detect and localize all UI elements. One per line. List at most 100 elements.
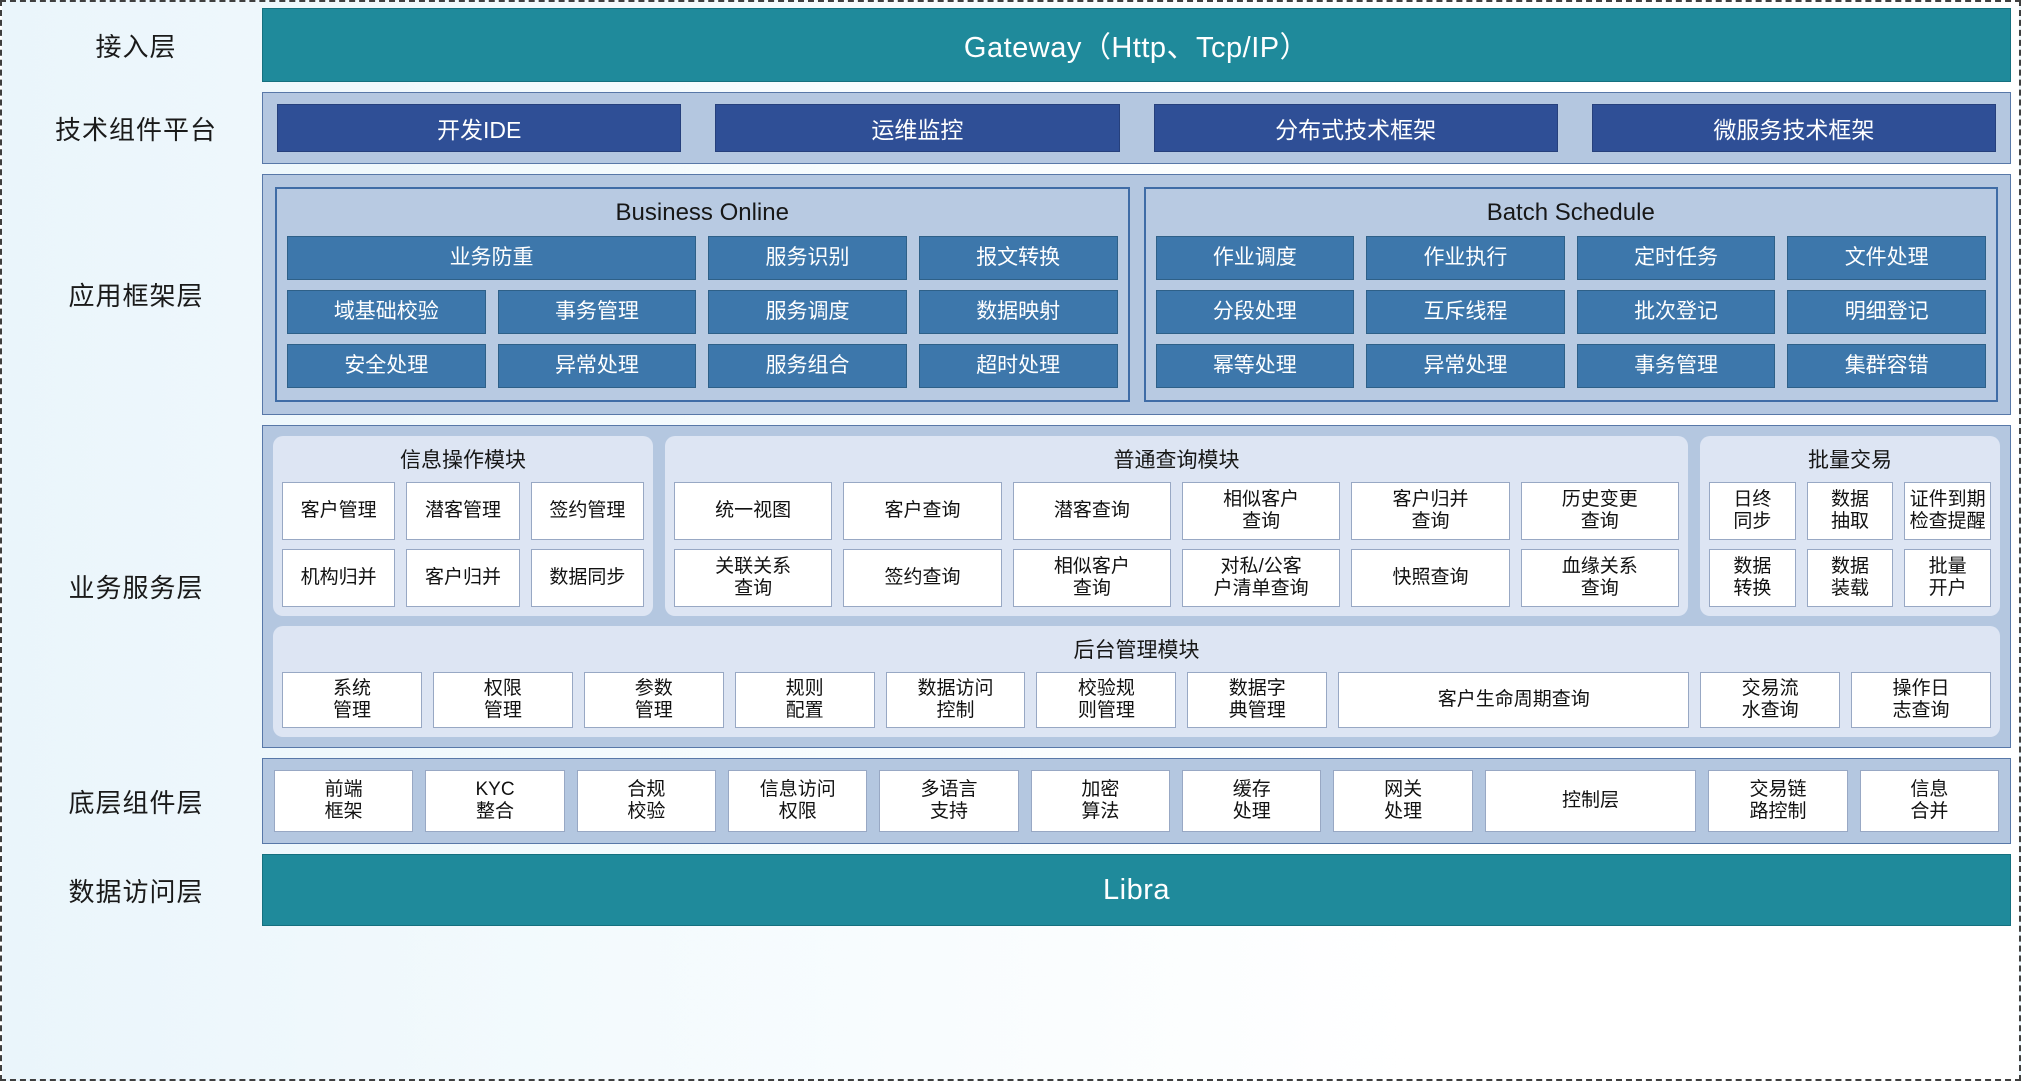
chip-job-schedule[interactable]: 作业调度 [1155, 236, 1355, 280]
cell-transaction-chain-control[interactable]: 交易链路控制 [1708, 770, 1848, 832]
chip-data-mapping[interactable]: 数据映射 [918, 290, 1118, 334]
cell-control-layer[interactable]: 控制层 [1484, 770, 1697, 832]
cell-system-mgmt[interactable]: 系统管理 [282, 672, 422, 728]
chip-timeout-process[interactable]: 超时处理 [918, 344, 1118, 388]
module-title-batch-transaction: 批量交易 [1808, 449, 1892, 472]
cell-customer-merge-query[interactable]: 客户归并查询 [1351, 482, 1510, 540]
cell-permission-mgmt[interactable]: 权限管理 [432, 672, 573, 728]
common-query-row-1: 统一视图 客户查询 潜客查询 相似客户查询 客户归并查询 历史变更查询 [674, 482, 1679, 540]
chip-message-transform[interactable]: 报文转换 [918, 236, 1118, 280]
chip-batch-register[interactable]: 批次登记 [1576, 290, 1776, 334]
chip-security-process[interactable]: 安全处理 [287, 344, 486, 388]
chip-domain-validation[interactable]: 域基础校验 [287, 290, 486, 334]
cell-validation-rule-mgmt[interactable]: 校验规则管理 [1036, 672, 1177, 728]
layer-body-app-framework: Business Online 业务防重 服务识别 报文转换 域基础校验 事务管… [262, 174, 2011, 415]
cell-parameter-mgmt[interactable]: 参数管理 [583, 672, 724, 728]
cell-certificate-expiry-reminder[interactable]: 证件到期检查提醒 [1904, 482, 1992, 540]
layer-tech-platform: 技术组件平台 开发IDE 运维监控 分布式技术框架 微服务技术框架 [10, 92, 2011, 164]
business-service-panel: 信息操作模块 客户管理 潜客管理 签约管理 机构归并 客户归并 数据同步 [262, 425, 2011, 748]
cell-customer-mgmt[interactable]: 客户管理 [282, 482, 396, 540]
cell-data-dictionary-mgmt[interactable]: 数据字典管理 [1187, 672, 1328, 728]
business-service-modules: 信息操作模块 客户管理 潜客管理 签约管理 机构归并 客户归并 数据同步 [273, 436, 2000, 616]
business-online-row-1: 业务防重 服务识别 报文转换 [287, 236, 1118, 280]
module-batch-transaction: 批量交易 日终同步 数据抽取 证件到期检查提醒 数据转换 数据装载 批量开户 [1700, 436, 2000, 616]
cell-prospect-mgmt[interactable]: 潜客管理 [406, 482, 520, 540]
tech-chip-ide[interactable]: 开发IDE [277, 104, 682, 152]
layer-body-access: Gateway（Http、Tcp/IP） [262, 8, 2011, 82]
chip-transaction-mgmt[interactable]: 事务管理 [497, 290, 697, 334]
cell-data-transform[interactable]: 数据转换 [1709, 549, 1796, 607]
cell-batch-account-open[interactable]: 批量开户 [1904, 549, 1992, 607]
cell-org-merge[interactable]: 机构归并 [282, 549, 396, 607]
cell-rule-config[interactable]: 规则配置 [734, 672, 875, 728]
cell-customer-lifecycle-query[interactable]: 客户生命周期查询 [1338, 672, 1690, 728]
cell-relation-query[interactable]: 关联关系查询 [674, 549, 833, 607]
layer-label-tech-platform: 技术组件平台 [54, 114, 217, 145]
chip-service-compose[interactable]: 服务组合 [708, 344, 907, 388]
batch-schedule-row-2: 分段处理 互斥线程 批次登记 明细登记 [1155, 290, 1986, 334]
chip-detail-register[interactable]: 明细登记 [1787, 290, 1986, 334]
chip-business-dedup[interactable]: 业务防重 [287, 236, 697, 280]
chip-segment-process[interactable]: 分段处理 [1155, 290, 1355, 334]
cell-similar-customer-query[interactable]: 相似客户查询 [1181, 482, 1341, 540]
tech-chip-ops[interactable]: 运维监控 [715, 104, 1120, 152]
chip-exception-process[interactable]: 异常处理 [497, 344, 697, 388]
admin-management-row: 系统管理 权限管理 参数管理 规则配置 数据访问控制 校验规则管理 数据字典管理… [282, 672, 1991, 728]
cell-data-sync[interactable]: 数据同步 [530, 549, 644, 607]
chip-exception-process-2[interactable]: 异常处理 [1366, 344, 1565, 388]
tech-chip-distributed[interactable]: 分布式技术框架 [1153, 104, 1558, 152]
business-online-row-3: 安全处理 异常处理 服务组合 超时处理 [287, 344, 1118, 388]
layer-body-business-service: 信息操作模块 客户管理 潜客管理 签约管理 机构归并 客户归并 数据同步 [262, 425, 2011, 748]
chip-mutex-thread[interactable]: 互斥线程 [1366, 290, 1565, 334]
spacer-5 [10, 844, 2011, 854]
cell-data-extract[interactable]: 数据抽取 [1806, 482, 1894, 540]
chip-transaction-mgmt-2[interactable]: 事务管理 [1576, 344, 1776, 388]
cell-kinship-relation-query[interactable]: 血缘关系查询 [1520, 549, 1679, 607]
layer-body-data-access: Libra [262, 854, 2011, 926]
module-title-common-query: 普通查询模块 [1113, 449, 1240, 472]
chip-idempotent-process[interactable]: 幂等处理 [1155, 344, 1355, 388]
chip-timed-task[interactable]: 定时任务 [1576, 236, 1776, 280]
chip-cluster-fault-tolerance[interactable]: 集群容错 [1787, 344, 1986, 388]
batch-schedule-row-3: 幂等处理 异常处理 事务管理 集群容错 [1155, 344, 1986, 388]
cell-data-load[interactable]: 数据装载 [1806, 549, 1894, 607]
cell-multilanguage-support[interactable]: 多语言支持 [879, 770, 1019, 832]
cell-transaction-flow-query[interactable]: 交易流水查询 [1700, 672, 1841, 728]
cell-similar-customer-query-2[interactable]: 相似客户查询 [1012, 549, 1171, 607]
cell-frontend-framework[interactable]: 前端框架 [274, 770, 414, 832]
tech-chip-microservice[interactable]: 微服务技术框架 [1591, 104, 1996, 152]
cell-info-access-permission[interactable]: 信息访问权限 [728, 770, 868, 832]
tech-platform-panel: 开发IDE 运维监控 分布式技术框架 微服务技术框架 [262, 92, 2011, 164]
cell-history-change-query[interactable]: 历史变更查询 [1520, 482, 1679, 540]
cell-data-access-control[interactable]: 数据访问控制 [885, 672, 1026, 728]
cell-operation-log-query[interactable]: 操作日志查询 [1851, 672, 1991, 728]
cell-contract-query[interactable]: 签约查询 [843, 549, 1002, 607]
common-query-row-2: 关联关系查询 签约查询 相似客户查询 对私/公客户清单查询 快照查询 血缘关系查… [674, 549, 1679, 607]
cell-info-merge[interactable]: 信息合并 [1859, 770, 2000, 832]
cell-eod-sync[interactable]: 日终同步 [1709, 482, 1796, 540]
chip-job-execute[interactable]: 作业执行 [1366, 236, 1565, 280]
cell-prospect-query[interactable]: 潜客查询 [1012, 482, 1171, 540]
app-framework-panel: Business Online 业务防重 服务识别 报文转换 域基础校验 事务管… [262, 174, 2011, 415]
cell-snapshot-query[interactable]: 快照查询 [1351, 549, 1510, 607]
cell-customer-merge[interactable]: 客户归并 [406, 549, 520, 607]
cell-gateway-processing[interactable]: 网关处理 [1333, 770, 1473, 832]
cell-cache-processing[interactable]: 缓存处理 [1182, 770, 1322, 832]
cell-customer-query[interactable]: 客户查询 [843, 482, 1002, 540]
cell-unified-view[interactable]: 统一视图 [674, 482, 833, 540]
cell-contract-mgmt[interactable]: 签约管理 [530, 482, 644, 540]
group-title-batch-schedule: Batch Schedule [1486, 199, 1655, 226]
chip-service-dispatch[interactable]: 服务调度 [708, 290, 907, 334]
chip-file-process[interactable]: 文件处理 [1787, 236, 1986, 280]
layer-app-framework: 应用框架层 Business Online 业务防重 服务识别 报文转换 域基础… [10, 174, 2011, 415]
group-batch-schedule: Batch Schedule 作业调度 作业执行 定时任务 文件处理 分段处理 … [1143, 187, 1998, 402]
cell-retail-corporate-list-query[interactable]: 对私/公客户清单查询 [1181, 549, 1341, 607]
cell-compliance-check[interactable]: 合规校验 [576, 770, 717, 832]
libra-band: Libra [262, 854, 2011, 926]
gateway-band: Gateway（Http、Tcp/IP） [262, 8, 2011, 82]
chip-service-identify[interactable]: 服务识别 [708, 236, 907, 280]
cell-encryption-algorithm[interactable]: 加密算法 [1030, 770, 1171, 832]
